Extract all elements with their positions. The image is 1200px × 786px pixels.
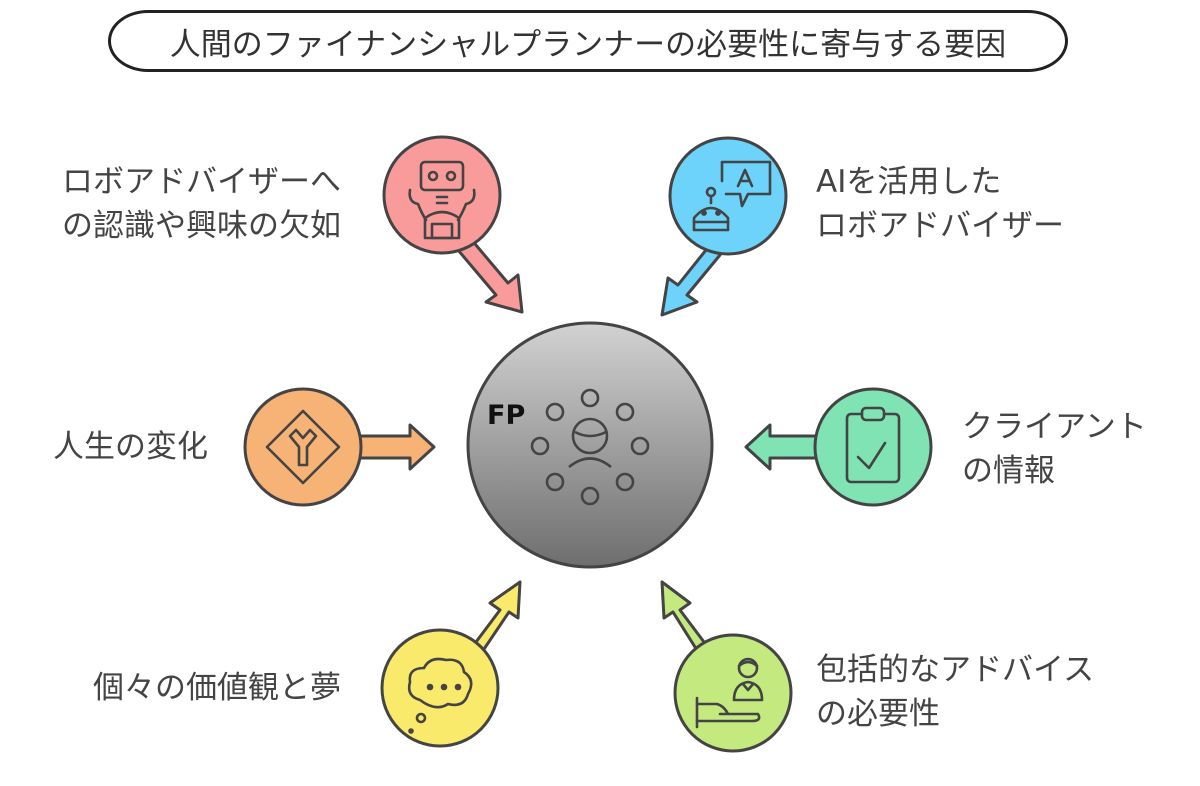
network-person-icon [530, 388, 650, 506]
circle-client-info [813, 387, 933, 507]
circle-values-dreams [380, 628, 500, 748]
title-banner: 人間のファイナンシャルプランナーの必要性に寄与する要因 [108, 10, 1068, 72]
factor-node-values-dreams [380, 580, 522, 748]
factor-node-client-info [744, 387, 933, 507]
label-line: の認識や興味の欠如 [62, 208, 341, 244]
factor-node-ai-robo [660, 136, 788, 317]
circle-ai-robo [668, 136, 788, 256]
arrow-values-dreams [468, 580, 522, 657]
label-line: 包括的なアドバイス [816, 652, 1095, 688]
label-line: AIを活用した [816, 164, 1002, 200]
arrow-ai-robo [660, 243, 722, 317]
arrow-robo-awareness [456, 236, 524, 314]
label-ai-robo: AIを活用した ロボアドバイザー [816, 160, 1064, 248]
factor-node-robo-awareness [382, 135, 524, 314]
factor-node-life-change [243, 387, 436, 507]
label-robo-awareness: ロボアドバイザーへ の認識や興味の欠如 [62, 160, 341, 248]
diagram-title: 人間のファイナンシャルプランナーの必要性に寄与する要因 [169, 26, 1007, 63]
thought-cloud-icon [407, 657, 473, 734]
label-line: クライアント [962, 409, 1147, 445]
label-line: ロボアドバイザー [816, 208, 1064, 244]
label-client-info: クライアント の情報 [962, 405, 1147, 493]
robot-chat-icon [692, 160, 772, 232]
label-line: 個々の価値観と夢 [93, 670, 341, 706]
label-values-dreams: 個々の価値観と夢 [93, 666, 341, 710]
label-comprehensive-advice: 包括的なアドバイス の必要性 [816, 648, 1094, 736]
center-label: FP [487, 400, 526, 431]
arrow-life-change [353, 423, 436, 471]
label-life-change: 人生の変化 [53, 425, 208, 469]
label-line: 人生の変化 [53, 429, 208, 465]
robot-icon [408, 160, 476, 240]
road-fork-sign-icon [265, 409, 341, 485]
label-line: の必要性 [816, 696, 940, 732]
circle-comprehensive-advice [673, 633, 793, 753]
circle-life-change [243, 387, 363, 507]
advisor-hand-icon [695, 657, 764, 729]
center-node [466, 321, 714, 569]
label-line: の情報 [962, 453, 1055, 489]
label-line: ロボアドバイザーへ [62, 164, 341, 200]
arrow-client-info [744, 423, 822, 471]
clipboard-check-icon [845, 406, 901, 484]
circle-robo-awareness [382, 135, 502, 255]
factor-node-comprehensive-advice [660, 580, 793, 753]
